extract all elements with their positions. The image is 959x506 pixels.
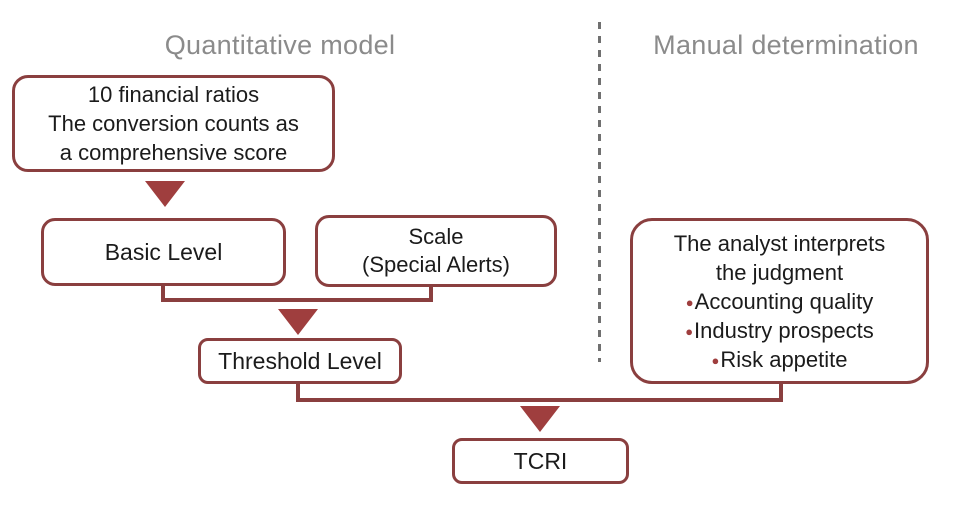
connector-line bbox=[161, 298, 433, 302]
flow-arrow-down-icon bbox=[520, 406, 560, 432]
section-divider-dashed-line bbox=[598, 22, 601, 362]
node-financial-ratios-line: a comprehensive score bbox=[59, 140, 288, 165]
node-scale-line: Scale bbox=[408, 224, 464, 249]
quantitative-model-title: Quantitative model bbox=[164, 30, 396, 60]
node-tcri-label: TCRI bbox=[513, 447, 568, 474]
analyst-bullet-item: ● Industry prospects bbox=[685, 316, 874, 345]
analyst-bullet-text: Industry prospects bbox=[694, 317, 874, 343]
bullet-icon: ● bbox=[711, 352, 720, 368]
connector-line bbox=[429, 287, 433, 302]
connector-line bbox=[296, 398, 783, 402]
node-analyst-judgment: The analyst interprets the judgment ● Ac… bbox=[630, 218, 929, 384]
analyst-bullet-item: ● Risk appetite bbox=[711, 345, 847, 374]
node-financial-ratios-line: The conversion counts as bbox=[48, 111, 299, 136]
node-threshold-level-label: Threshold Level bbox=[218, 347, 382, 374]
flow-arrow-down-icon bbox=[278, 309, 318, 335]
node-tcri: TCRI bbox=[452, 438, 629, 484]
bullet-icon: ● bbox=[685, 323, 694, 339]
bullet-icon: ● bbox=[685, 294, 694, 310]
analyst-bullet-text: Risk appetite bbox=[720, 346, 848, 372]
node-basic-level-label: Basic Level bbox=[104, 238, 223, 265]
connector-line bbox=[296, 384, 300, 402]
analyst-bullet-text: Accounting quality bbox=[694, 288, 874, 314]
node-financial-ratios-line: 10 financial ratios bbox=[87, 82, 260, 107]
connector-line bbox=[161, 286, 165, 302]
connector-line bbox=[779, 384, 783, 402]
node-analyst-line: the judgment bbox=[715, 259, 844, 285]
node-basic-level: Basic Level bbox=[41, 218, 286, 286]
node-threshold-level: Threshold Level bbox=[198, 338, 402, 384]
node-analyst-line: The analyst interprets bbox=[673, 230, 886, 256]
flow-arrow-down-icon bbox=[145, 181, 185, 207]
node-scale: Scale (Special Alerts) bbox=[315, 215, 557, 287]
node-scale-line: (Special Alerts) bbox=[362, 252, 510, 277]
node-financial-ratios: 10 financial ratios The conversion count… bbox=[12, 75, 335, 172]
manual-determination-title: Manual determination bbox=[653, 30, 919, 60]
analyst-bullet-item: ● Accounting quality bbox=[686, 287, 873, 316]
